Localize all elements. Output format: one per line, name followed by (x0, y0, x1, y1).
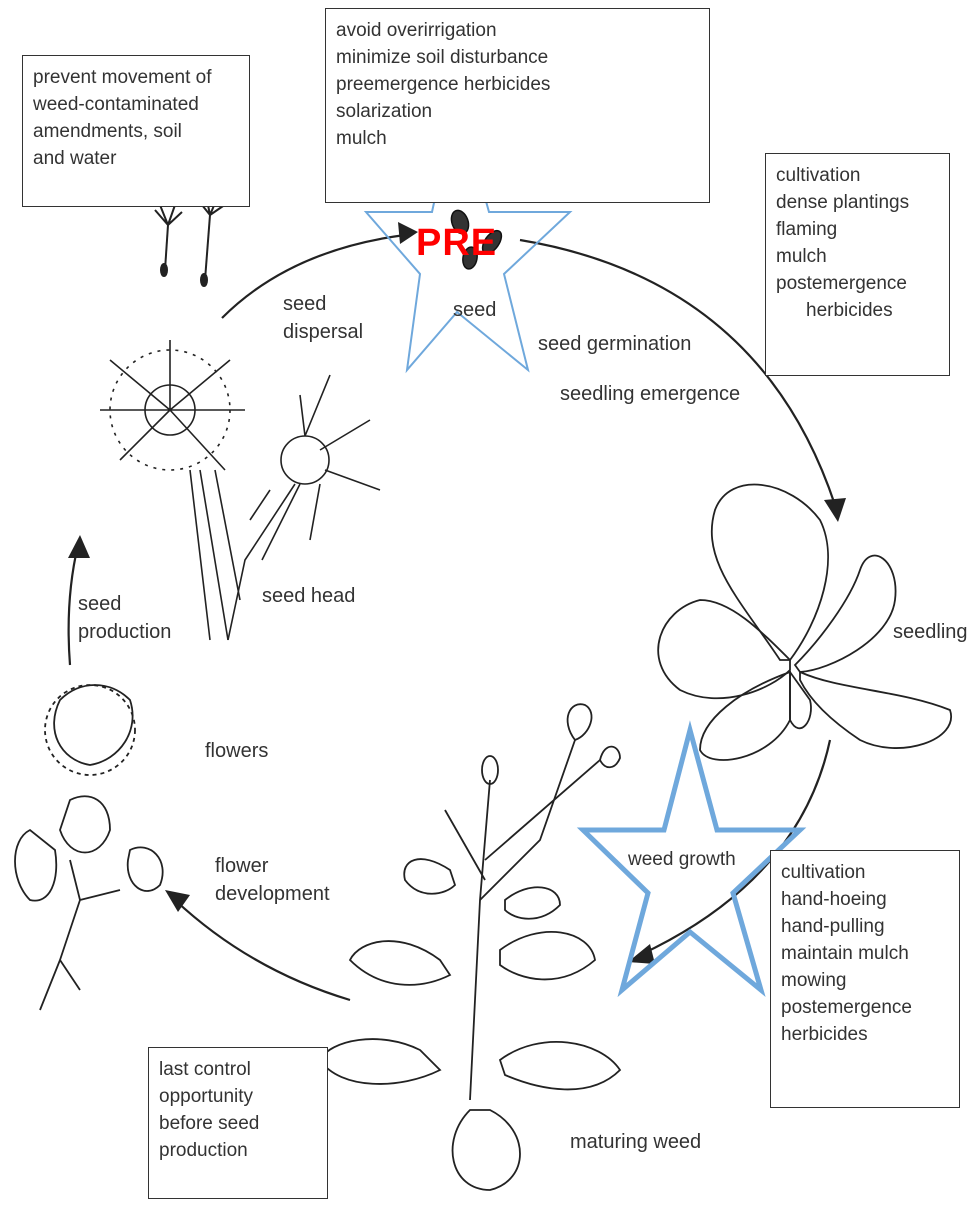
flowers-sketch (15, 685, 163, 1010)
box-line: maintain mulch (781, 940, 949, 967)
box-line: postemergence (781, 994, 949, 1021)
label-seed-production: seed production (78, 590, 171, 646)
box-line: and water (33, 145, 239, 172)
label-line: dispersal (283, 318, 363, 346)
box-line: amendments, soil (33, 118, 239, 145)
preemergence-controls-box: avoid overirrigation minimize soil distu… (325, 8, 710, 203)
label-maturing-weed: maturing weed (570, 1128, 701, 1156)
label-seedling-emergence: seedling emergence (560, 380, 740, 408)
box-line: production (159, 1137, 317, 1164)
pre-marker-label: PRE (416, 222, 497, 265)
prevent-spread-box: prevent movement of weed-contaminated am… (22, 55, 250, 207)
box-line: postemergence (776, 270, 939, 297)
label-seed: seed (453, 296, 496, 324)
box-line: mowing (781, 967, 949, 994)
arrow-maturing-to-flower (175, 900, 350, 1000)
box-line: solarization (336, 98, 699, 125)
label-flower-development: flower development (215, 852, 330, 908)
seedling-controls-box: cultivation dense plantings flaming mulc… (765, 153, 950, 376)
last-control-box: last control opportunity before seed pro… (148, 1047, 328, 1199)
box-line: cultivation (776, 162, 939, 189)
label-line: development (215, 880, 330, 908)
box-line: cultivation (781, 859, 949, 886)
box-line: hand-hoeing (781, 886, 949, 913)
box-line: flaming (776, 216, 939, 243)
growth-controls-box: cultivation hand-hoeing hand-pulling mai… (770, 850, 960, 1108)
box-line: minimize soil disturbance (336, 44, 699, 71)
box-line: dense plantings (776, 189, 939, 216)
label-line: seed (78, 590, 171, 618)
box-line: herbicides (776, 297, 939, 324)
box-line: avoid overirrigation (336, 17, 699, 44)
label-seed-head: seed head (262, 582, 355, 610)
label-line: seed (283, 290, 363, 318)
label-line: production (78, 618, 171, 646)
label-line: flower (215, 852, 330, 880)
box-line: herbicides (781, 1021, 949, 1048)
label-seed-dispersal: seed dispersal (283, 290, 363, 346)
box-line: mulch (776, 243, 939, 270)
dispersing-seeds-sketch (155, 195, 226, 286)
box-line: before seed (159, 1110, 317, 1137)
box-line: prevent movement of (33, 64, 239, 91)
box-line: preemergence herbicides (336, 71, 699, 98)
label-seedling: seedling (893, 618, 968, 646)
box-line: weed-contaminated (33, 91, 239, 118)
cycle-arrows (69, 235, 835, 1000)
box-line: last control (159, 1056, 317, 1083)
label-seed-germination: seed germination (538, 330, 691, 358)
box-line: opportunity (159, 1083, 317, 1110)
box-line: mulch (336, 125, 699, 152)
arrow-flower-to-seedhead (69, 545, 78, 665)
box-line: hand-pulling (781, 913, 949, 940)
label-flowers: flowers (205, 737, 268, 765)
label-weed-growth: weed growth (628, 846, 736, 874)
maturing-weed-sketch (320, 704, 620, 1190)
